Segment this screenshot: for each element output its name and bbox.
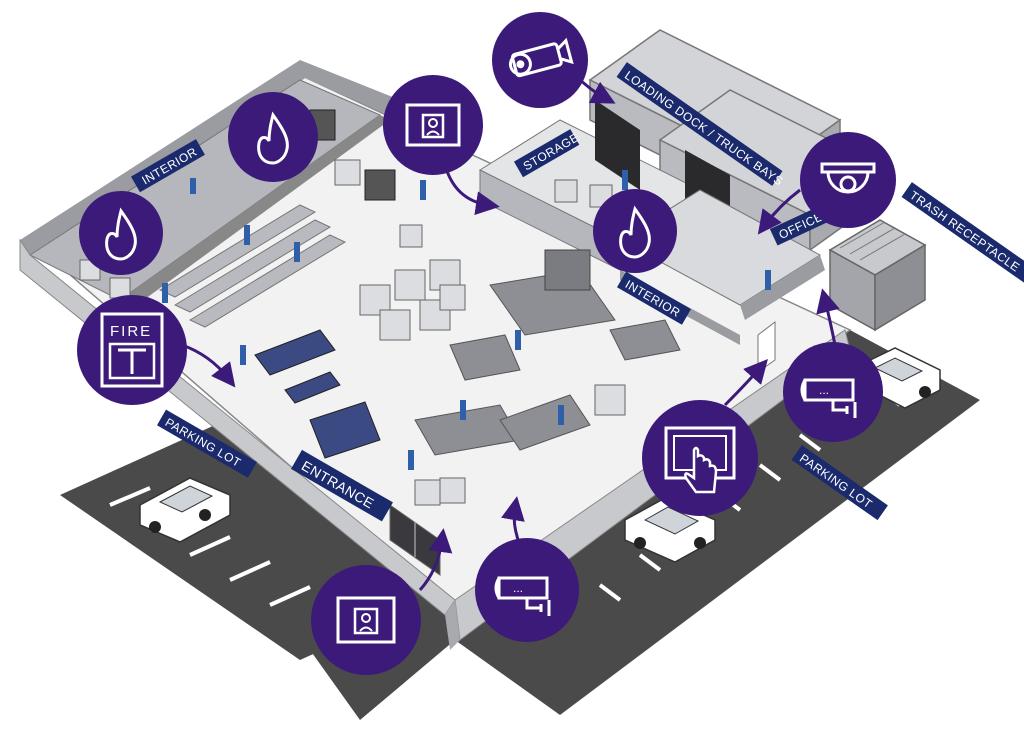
fire-sensor-icon[interactable] xyxy=(79,191,163,275)
control-desk xyxy=(254,329,381,459)
svg-text:...: ... xyxy=(513,581,523,595)
bullet-camera-icon[interactable] xyxy=(492,12,588,108)
svg-text:...: ... xyxy=(819,383,829,397)
forklift-icon xyxy=(309,109,396,201)
trash-receptacle-icon xyxy=(828,219,927,332)
bullet-camera-icon[interactable]: ... xyxy=(783,342,883,442)
pallet-stack xyxy=(79,159,626,506)
fire-sensor-icon[interactable] xyxy=(228,92,318,182)
svg-text:FIRE: FIRE xyxy=(110,323,152,340)
fire-alarm-panel-icon[interactable]: FIRE xyxy=(77,295,187,405)
workers xyxy=(162,170,771,470)
access-card-reader-icon[interactable] xyxy=(383,75,483,175)
dome-camera-icon[interactable] xyxy=(800,132,896,228)
pipe-rack xyxy=(158,204,347,328)
fire-sensor-icon[interactable] xyxy=(593,189,677,273)
access-card-reader-icon[interactable] xyxy=(311,565,421,675)
bullet-camera-icon[interactable]: ... xyxy=(475,538,579,642)
car-icon xyxy=(139,477,231,543)
storage-lockers xyxy=(544,249,591,291)
touch-panel-icon[interactable] xyxy=(642,400,758,516)
